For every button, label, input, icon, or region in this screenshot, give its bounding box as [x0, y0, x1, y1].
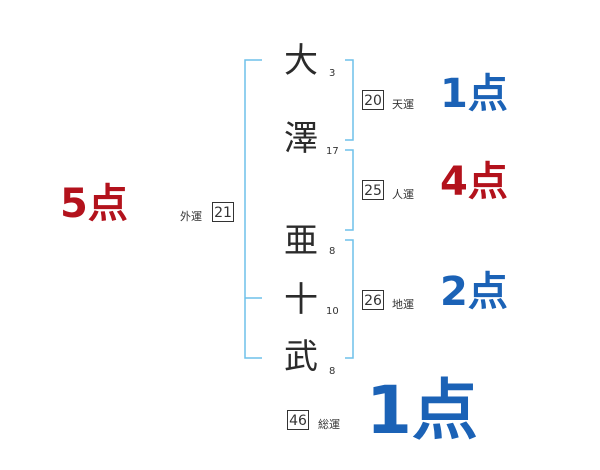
heaven-value: 20	[362, 90, 384, 110]
person-label: 人運	[392, 188, 414, 201]
earth-score: 2点	[440, 269, 508, 315]
heaven-score: 1点	[440, 71, 508, 117]
char-5: 武	[284, 337, 318, 377]
total-score: 1点	[366, 372, 478, 449]
char-3: 亜	[284, 221, 318, 261]
outer-score: 5点	[60, 181, 128, 227]
char-1: 大	[284, 41, 318, 81]
person-bracket	[345, 149, 354, 231]
outer-bracket	[244, 59, 262, 359]
earth-value: 26	[362, 290, 384, 310]
heaven-bracket	[345, 59, 354, 141]
char-4: 十	[284, 280, 318, 320]
char-3-strokes: 8	[329, 246, 336, 257]
char-1-strokes: 3	[329, 68, 336, 79]
person-value: 25	[362, 180, 384, 200]
total-value: 46	[287, 410, 309, 430]
outer-value: 21	[212, 202, 234, 222]
earth-bracket	[345, 239, 354, 359]
outer-label: 外運	[180, 210, 202, 223]
char-2: 澤	[284, 119, 318, 159]
char-2-strokes: 17	[326, 146, 339, 157]
total-label: 総運	[318, 418, 340, 431]
char-4-strokes: 10	[326, 306, 339, 317]
person-score: 4点	[440, 159, 508, 205]
char-5-strokes: 8	[329, 366, 336, 377]
heaven-label: 天運	[392, 98, 414, 111]
earth-label: 地運	[392, 298, 414, 311]
